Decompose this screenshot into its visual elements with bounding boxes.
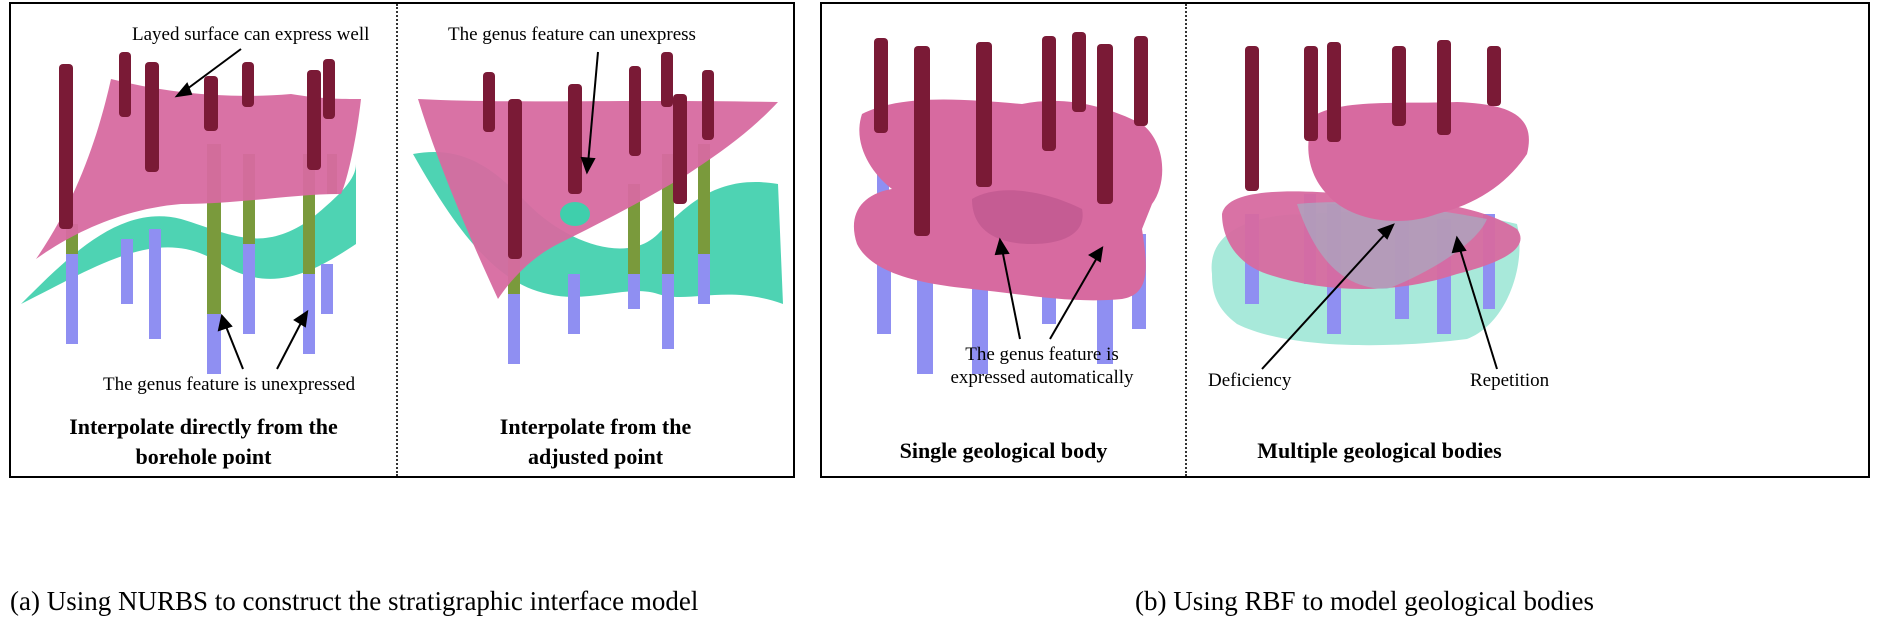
panel-a-left-arrows [174, 48, 309, 370]
annotation-genus-expressed-line2: expressed automatically [950, 366, 1134, 388]
subfigure-title-adjusted: Interpolate from the adjusted point [398, 412, 793, 471]
nurbs-adjusted-interpolation-figure [413, 51, 783, 364]
panel-b-left-subfigure: The genus feature is expressed automatic… [822, 4, 1185, 476]
genus-hole [560, 202, 590, 226]
annotation-genus-expressed: The genus feature is expressed automatic… [942, 344, 1142, 390]
rbf-single-body-figure [853, 32, 1163, 374]
pink-stratigraphic-surface [36, 79, 361, 259]
annotation-genus-can-unexpress: The genus feature can unexpress [448, 24, 696, 45]
panel-b-divider [1185, 4, 1187, 476]
annotation-deficiency: Deficiency [1208, 370, 1292, 391]
teal-overlap-region [1297, 202, 1487, 289]
annotation-genus-unexpressed: The genus feature is unexpressed [103, 374, 356, 395]
panel-b-right-subfigure: Deficiency Repetition Multiple geologica… [1187, 4, 1870, 476]
panel-a-right-subfigure: The genus feature can unexpress Interpol… [398, 4, 793, 476]
annotation-layered-surface: Layed surface can express well [132, 24, 370, 45]
subfigure-title-adjusted-line1: Interpolate from the [499, 414, 692, 439]
caption-panel-b: (b) Using RBF to model geological bodies [1135, 586, 1594, 616]
panel-b-left-arrows [994, 237, 1104, 340]
annotation-genus-expressed-line1: The genus feature is [965, 344, 1119, 365]
caption-panel-a: (a) Using NURBS to construct the stratig… [10, 586, 699, 616]
borehole-top-segments [1245, 40, 1501, 191]
panel-a-left-subfigure: Layed surface can express well The genus… [11, 4, 396, 476]
annotation-repetition: Repetition [1470, 370, 1550, 391]
borehole-top-segments [874, 32, 1148, 236]
rbf-multiple-bodies-figure [1211, 40, 1529, 370]
borehole-bottom-segments [508, 244, 710, 364]
subfigure-title-single-body: Single geological body [899, 438, 1108, 463]
borehole-top-segments [483, 52, 714, 259]
pink-geological-body-upper [1308, 102, 1529, 222]
borehole-top-segments [59, 52, 335, 229]
subfigure-title-multiple-bodies: Multiple geological bodies [1257, 438, 1502, 463]
borehole-bottom-segments [66, 229, 333, 374]
panel-a-frame: Layed surface can express well The genus… [9, 2, 795, 478]
subfigure-title-direct-line2: borehole point [135, 443, 272, 469]
subfigure-title-direct: Interpolate directly from the borehole p… [11, 412, 396, 471]
panel-b-right-arrows [1261, 223, 1498, 370]
panel-a-divider [396, 4, 398, 476]
subfigure-title-direct-line1: Interpolate directly from the [69, 414, 338, 439]
panel-a-right-arrows [580, 51, 599, 175]
nurbs-direct-interpolation-figure [21, 48, 361, 374]
genus-opening [972, 190, 1083, 244]
subfigure-title-adjusted-line2: adjusted point [527, 443, 664, 469]
panel-b-frame: The genus feature is expressed automatic… [820, 2, 1870, 478]
teal-stratigraphic-surface [21, 164, 356, 304]
